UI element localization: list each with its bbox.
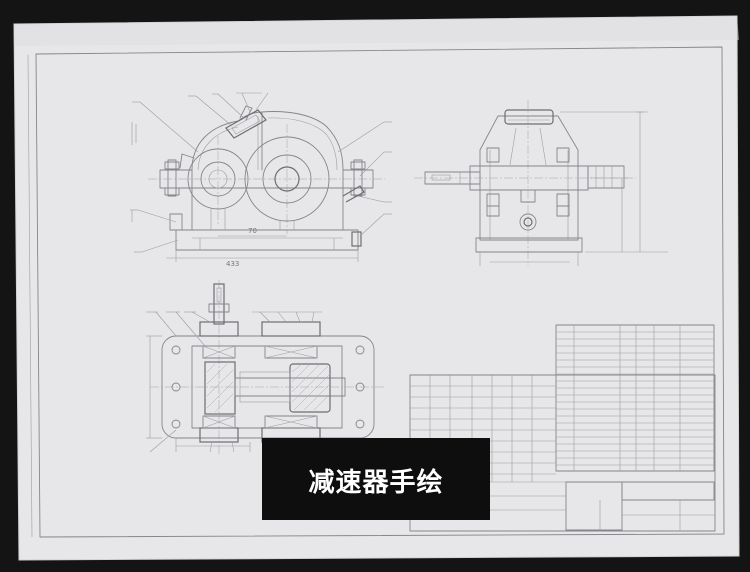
front-cover-inner bbox=[197, 117, 338, 171]
caption-label: 减速器手绘 bbox=[262, 438, 490, 520]
parts-list-table bbox=[555, 324, 715, 472]
top-bearing-cap-left bbox=[199, 321, 239, 337]
pinion-shaft bbox=[208, 169, 228, 189]
left-bolt-nut-top bbox=[164, 161, 180, 170]
title-block-code-cell bbox=[621, 481, 715, 501]
bolt-hole-top-left bbox=[171, 345, 181, 355]
side-inner-right bbox=[539, 127, 547, 166]
caption-title: 减速器手绘 bbox=[308, 467, 443, 498]
front-base bbox=[175, 229, 359, 251]
output-shaft bbox=[587, 165, 625, 189]
side-dimension-lines bbox=[479, 111, 668, 266]
side-inner-left bbox=[509, 127, 517, 166]
bearing-bottom-right-cross bbox=[264, 415, 318, 429]
bearing-top-left bbox=[202, 345, 236, 359]
side-housing bbox=[479, 115, 579, 241]
front-leader-lines bbox=[130, 92, 392, 253]
gear-teeth-band bbox=[239, 371, 291, 403]
side-view bbox=[414, 100, 668, 266]
lifting-lug bbox=[179, 153, 195, 169]
bearing-bottom-left-cross bbox=[202, 415, 236, 429]
bolt-hole-mid-left bbox=[171, 382, 181, 392]
bearing-top-right-cross bbox=[264, 345, 318, 359]
bolt-hole-bottom-right bbox=[355, 419, 365, 429]
pinion-bore bbox=[200, 161, 236, 197]
bearing-top-left-cross bbox=[202, 345, 236, 359]
parts-list-frame bbox=[555, 324, 715, 472]
side-bolt-top-right bbox=[556, 147, 570, 163]
left-bolt bbox=[167, 159, 177, 197]
large-gear-hatch bbox=[291, 363, 331, 411]
bearing-bottom-left bbox=[202, 415, 236, 429]
bolt-hole-top-right bbox=[355, 345, 365, 355]
drain-bolt bbox=[351, 231, 362, 247]
pinion-boss bbox=[187, 148, 249, 210]
oil-plug bbox=[169, 213, 183, 231]
bolt-hole-bottom-left bbox=[171, 419, 181, 429]
side-base bbox=[475, 237, 583, 253]
input-shaft-collar bbox=[208, 303, 230, 313]
side-bolt-low-left bbox=[486, 205, 500, 217]
inspection-cover bbox=[225, 109, 267, 139]
caption-background bbox=[262, 438, 490, 520]
front-center-dimension: 70 bbox=[248, 227, 257, 235]
side-drain-hole bbox=[519, 213, 537, 231]
front-overall-dimension: 433 bbox=[226, 260, 239, 268]
pinion-hatch bbox=[206, 363, 234, 413]
vent-plug bbox=[239, 105, 253, 121]
bearing-top-right bbox=[264, 345, 318, 359]
side-drain-hole-inner bbox=[523, 217, 533, 227]
bearing-bottom-right bbox=[264, 415, 318, 429]
frame-margin-line bbox=[27, 54, 33, 538]
gear-bore bbox=[262, 154, 312, 204]
side-nut-center bbox=[520, 189, 536, 203]
top-bearing-cap-right bbox=[261, 321, 321, 337]
right-bolt-nut-top bbox=[350, 161, 366, 170]
parts-list-rules bbox=[556, 325, 714, 471]
gear-shaft bbox=[274, 166, 300, 192]
input-shaft-key-top bbox=[216, 287, 222, 303]
bolt-hole-mid-right bbox=[355, 382, 365, 392]
side-bolt-top-left bbox=[486, 147, 500, 163]
gear-boss bbox=[244, 136, 330, 222]
paper-sheet-shade bbox=[14, 16, 739, 46]
top-view bbox=[146, 280, 385, 456]
title-block-name-cell bbox=[565, 481, 623, 531]
left-bolt-nut-bottom bbox=[164, 187, 180, 196]
input-shaft-key bbox=[431, 174, 451, 181]
inspection-cover-inner bbox=[231, 114, 261, 135]
top-leader-lines bbox=[146, 311, 322, 453]
drawing-frame bbox=[35, 46, 725, 538]
side-bolt-low-right bbox=[556, 205, 570, 217]
front-view: 70 433 bbox=[130, 92, 392, 268]
oil-gauge bbox=[342, 185, 365, 203]
side-top-cap bbox=[504, 109, 554, 125]
